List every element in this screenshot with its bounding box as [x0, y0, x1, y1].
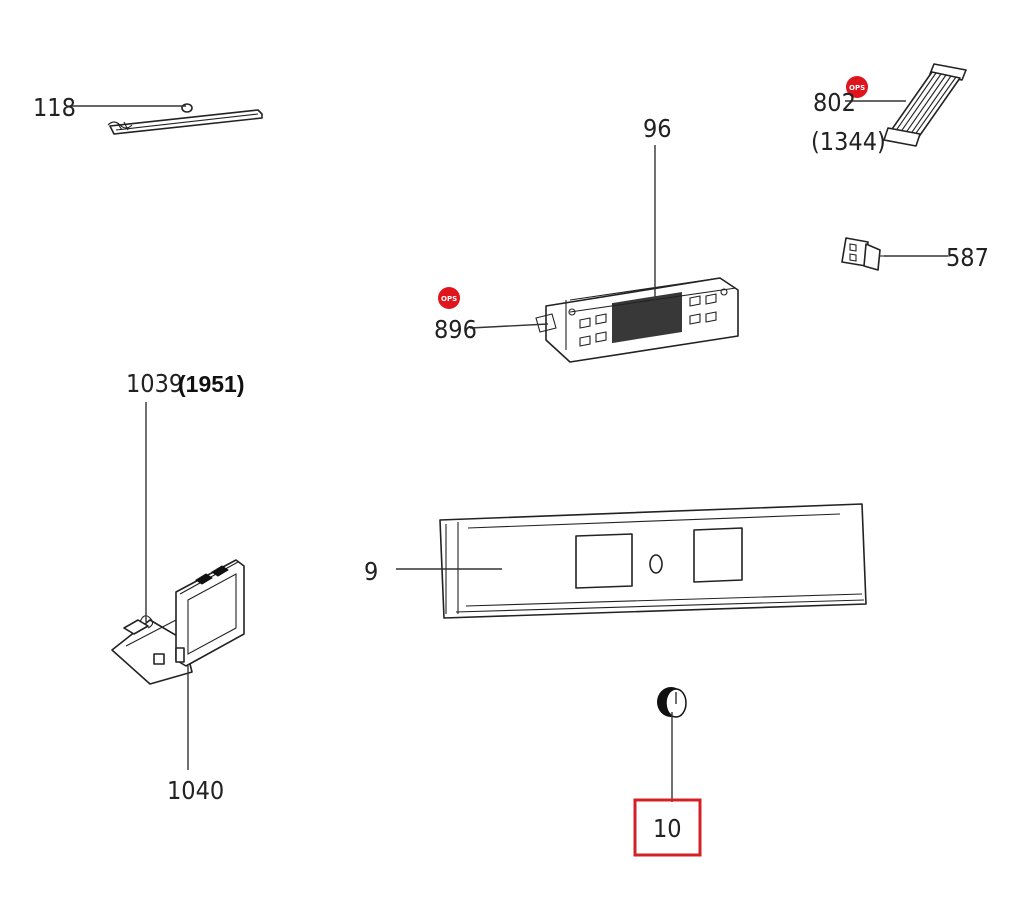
- callout-118[interactable]: 118: [33, 93, 76, 122]
- part-96-control-board-illustration[interactable]: [535, 277, 739, 363]
- ops-badge-802: OPS: [846, 76, 868, 98]
- callout-802[interactable]: 802: [813, 88, 856, 117]
- ops-badge-896: OPS: [438, 287, 460, 309]
- part-9-control-panel-illustration[interactable]: [439, 503, 867, 619]
- callout-96[interactable]: 96: [643, 114, 672, 143]
- callout-1344[interactable]: (1344): [811, 127, 886, 156]
- part-118-illustration[interactable]: [107, 103, 263, 135]
- svg-text:OPS: OPS: [441, 295, 457, 303]
- svg-text:OPS: OPS: [849, 84, 865, 92]
- leader-line-896: [469, 323, 549, 329]
- callout-587[interactable]: 587: [946, 243, 989, 272]
- callout-1040[interactable]: 1040: [167, 776, 224, 805]
- callout-10[interactable]: 10: [653, 814, 682, 843]
- callout-1951[interactable]: (1951): [178, 371, 244, 397]
- highlight-box-part-10: [633, 798, 702, 857]
- callout-9[interactable]: 9: [364, 557, 378, 586]
- part-802-illustration[interactable]: [883, 63, 967, 147]
- part-1039-1040-module-illustration[interactable]: [111, 559, 245, 685]
- part-10-knob-illustration[interactable]: [657, 687, 687, 718]
- part-587-connector-illustration[interactable]: [841, 237, 886, 271]
- callout-896[interactable]: 896: [434, 315, 477, 344]
- callout-1039[interactable]: 1039: [126, 369, 183, 398]
